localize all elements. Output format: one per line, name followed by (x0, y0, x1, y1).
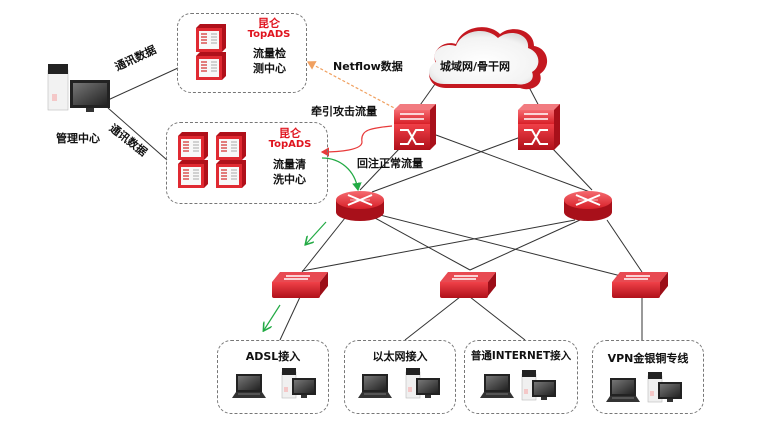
link-mgmt-cleaning (107, 107, 168, 161)
cleaning-name-line1: 流量清 (273, 158, 306, 171)
cleaning-brand: 昆仑 (279, 127, 301, 140)
link-mgmt-detection (107, 67, 179, 101)
core-switch-2 (517, 103, 561, 151)
detection-name-line1: 流量检 (253, 47, 286, 60)
access-group-internet (464, 340, 578, 414)
link-r1-s3 (379, 214, 626, 278)
access-label-internet: 普通INTERNET接入 (470, 350, 572, 362)
cleaning-center-box (166, 122, 328, 204)
link-r2-s3 (606, 219, 643, 273)
link-core1-router1 (359, 147, 401, 191)
link-r1-s2 (374, 217, 471, 271)
access-group-vpn (592, 340, 704, 414)
divert-label: 牵引攻击流量 (311, 105, 377, 118)
cloud-label: 城域网/骨干网 (440, 60, 511, 73)
core-switch-1 (393, 103, 437, 151)
access-switch-3 (611, 271, 669, 299)
management-label: 管理中心 (56, 132, 100, 145)
access-label-ethernet: 以太网接入 (372, 350, 428, 363)
access-switch-2 (439, 271, 497, 299)
detection-name-line2: 测中心 (253, 62, 286, 75)
link-r2-s2 (469, 219, 581, 271)
detection-product: TopADS (247, 29, 291, 40)
link-core2-router2 (551, 147, 593, 191)
divert-arrow (320, 125, 393, 157)
network-links (107, 67, 643, 341)
downstream-arrow-2 (264, 304, 281, 330)
router-2 (563, 190, 613, 222)
access-switch-1 (271, 271, 329, 299)
access-label-vpn: VPN金银铜专线 (607, 352, 689, 365)
link-core2-router1 (371, 134, 527, 193)
link-r1-s1 (301, 217, 346, 273)
link-r2-s1 (301, 219, 576, 272)
link-core1-router2 (435, 134, 591, 193)
netflow-label: Netflow数据 (333, 60, 403, 73)
access-group-adsl (217, 340, 329, 414)
cleaning-name-line2: 洗中心 (273, 173, 306, 186)
access-group-ethernet (344, 340, 456, 414)
management-computer-icon (47, 64, 110, 112)
reinject-arrow (321, 157, 362, 192)
link-s1-adsl (279, 296, 301, 341)
link-s2-internet (469, 296, 526, 341)
downstream-arrow-1 (306, 221, 327, 244)
reinject-label: 回注正常流量 (357, 157, 423, 170)
link-s2-ethernet (404, 296, 461, 341)
cloud-icon (429, 27, 548, 90)
access-label-adsl: ADSL接入 (245, 350, 301, 363)
detection-center-box (177, 13, 307, 93)
netflow-arrow (306, 61, 399, 111)
detection-brand: 昆仑 (258, 17, 280, 30)
router-1 (335, 190, 385, 222)
cleaning-product: TopADS (268, 139, 312, 150)
